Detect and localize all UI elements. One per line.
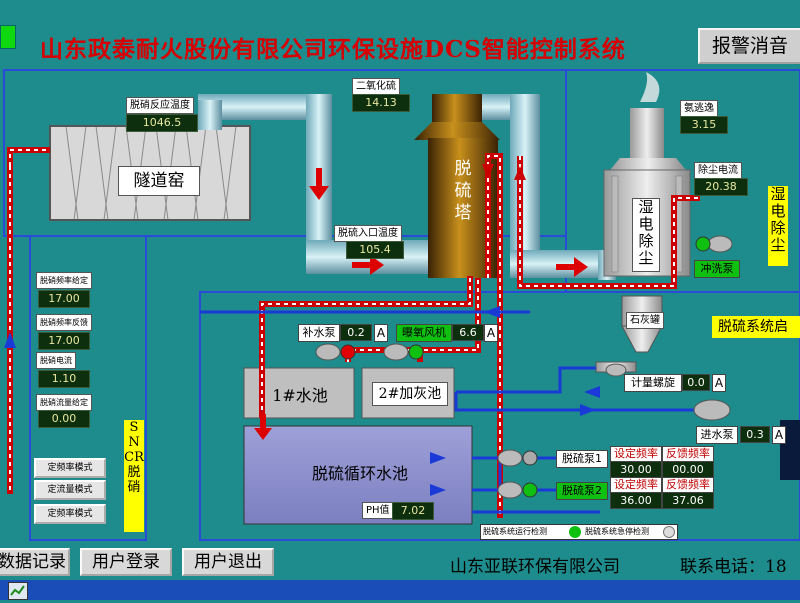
pump-2-feedback-freq: 37.06 [662,492,714,509]
denitro-temp-value: 1046.5 [126,114,198,132]
dust-current-value: 20.38 [694,178,748,196]
feedback-freq-header-1: 反馈频率 [662,446,714,462]
feed-pump-value: 0.3 [740,426,770,443]
makeup-pump-unit: A [374,324,388,342]
feed-pump-unit: A [772,426,786,444]
flush-pump-label: 冲洗泵 [694,260,740,278]
tunnel-kiln-label: 隧道窑 [118,166,200,196]
inlet-temp-value: 105.4 [346,241,404,259]
screw-value: 0.0 [682,374,710,391]
denitro-current-value: 1.10 [38,370,90,388]
wet-esp-label: 湿电除尘 [632,198,660,272]
dust-current-label: 除尘电流 [694,162,742,179]
mode-button-1[interactable]: 定频率模式 [34,458,106,478]
denitro-flow-set-value[interactable]: 0.00 [38,410,90,428]
feedback-freq-header-2: 反馈频率 [662,477,714,493]
status-indicator [0,25,16,49]
so2-value: 14.13 [352,94,410,112]
pool-2-label: 2#加灰池 [372,382,448,406]
denitro-freq-set-value[interactable]: 17.00 [38,290,90,308]
set-freq-header-1: 设定频率 [610,446,662,462]
lime-bin-label: 石灰罐 [626,312,664,329]
screw-label: 计量螺旋 [624,374,682,392]
flue-pipe [198,94,616,280]
set-freq-header-2: 设定频率 [610,477,662,493]
pumps [315,235,733,499]
estop-indicator [663,526,675,538]
lime-bin [595,295,663,373]
feed-pump-label: 进水泵 [696,426,738,444]
denitro-flow-set-label: 脱硝流量给定 [36,394,92,411]
mode-button-3[interactable]: 定频率模式 [34,504,106,524]
pump-2-set-freq[interactable]: 36.00 [610,492,662,509]
sncr-label: SNCR脱硝 [124,420,144,532]
desulfur-pump-2-label: 脱硫泵2 [556,482,608,500]
user-login-button[interactable]: 用户登录 [80,548,172,576]
user-logout-button[interactable]: 用户退出 [182,548,274,576]
data-records-button[interactable]: 数据记录 [0,548,70,576]
ph-value: 7.02 [392,502,434,520]
makeup-pump-value: 0.2 [340,324,372,341]
oxidation-fan-label: 曝氧风机 [396,324,452,342]
pool-1-label: 1#水池 [272,386,328,405]
makeup-pump-label: 补水泵 [298,324,340,342]
pump-1-feedback-freq: 00.00 [662,461,714,478]
oxidation-fan-unit: A [484,324,498,342]
process-diagram [3,69,800,541]
denitro-freq-set-label: 脱硝频率给定 [36,272,92,289]
denitro-current-label: 脱硝电流 [36,352,76,369]
page-title: 山东政泰耐火股份有限公司环保设施DCS智能控制系统 [40,36,626,63]
running-indicator [569,526,581,538]
desulfur-pump-1-label: 脱硫泵1 [556,450,608,468]
desulfur-start-label: 脱硫系统启 [712,316,800,338]
circulation-pool [243,425,473,525]
nh3-slip-value: 3.15 [680,116,728,134]
company-name: 山东亚联环保有限公司 [450,557,620,577]
mode-button-2[interactable]: 定流量模式 [34,480,106,500]
contact-phone: 联系电话：18 [680,557,787,577]
wet-esp-side-label: 湿电除尘 [768,186,788,266]
alarm-silence-button[interactable]: 报警消音 [698,28,800,64]
denitro-freq-feedback-value: 17.00 [38,332,90,350]
header-bar [0,0,800,62]
so2-label: 二氧化硫 [352,78,400,95]
system-status-bar: 脱硫系统运行检测 脱硫系统急停检测 [480,524,678,540]
oxidation-fan-value: 6.6 [452,324,484,341]
desulfur-tower-label: 脱硫塔 [454,159,472,223]
chart-app-icon[interactable] [8,582,28,600]
nh3-slip-label: 氨逃逸 [680,100,718,117]
denitro-freq-feedback-label: 脱硝频率反馈 [36,314,92,331]
taskbar [0,580,800,600]
ph-label: PH值 [362,502,394,519]
denitro-temp-label: 脱硝反应温度 [126,97,194,114]
running-check-label: 脱硫系统运行检测 [483,527,547,536]
inlet-temp-label: 脱硫入口温度 [334,225,402,242]
estop-check-label: 脱硫系统急停检测 [585,527,649,536]
screw-unit: A [712,374,726,392]
circulation-pool-label: 脱硫循环水池 [311,464,408,483]
pump-1-set-freq[interactable]: 30.00 [610,461,662,478]
